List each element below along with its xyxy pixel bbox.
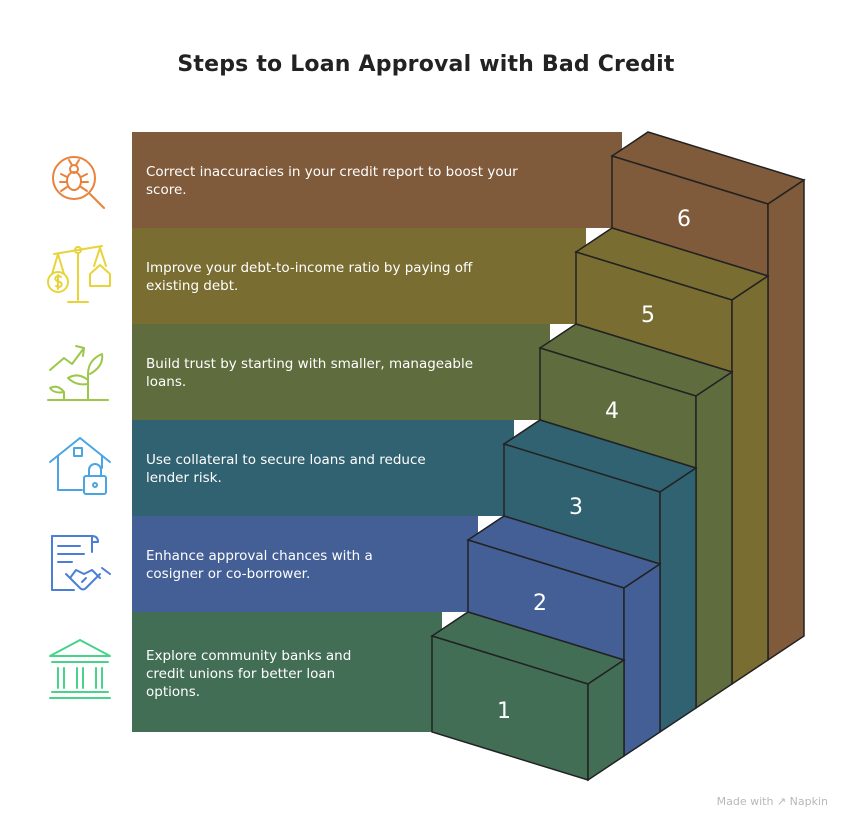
step-3-band	[132, 420, 514, 516]
step-5	[132, 227, 770, 686]
step-1-text: Explore community banks and credit union…	[146, 648, 352, 700]
contract-handshake-icon	[51, 535, 111, 591]
step-6-text: Correct inaccuracies in your credit repo…	[146, 164, 518, 198]
step-2-text: Enhance approval chances with a cosigner…	[146, 548, 373, 582]
step-4-side	[695, 370, 733, 710]
step-4-text: Build trust by starting with smaller, ma…	[146, 356, 474, 390]
step-2-side	[623, 562, 661, 758]
bug-search-icon	[52, 156, 105, 209]
napkin-credit: Made with ↗ Napkin	[716, 795, 828, 808]
growing-plant-icon	[47, 345, 109, 401]
step-6-side	[767, 178, 805, 662]
step-3-number: 3	[569, 495, 583, 520]
balance-scale-icon	[47, 245, 111, 303]
bank-icon	[49, 639, 111, 699]
step-5-text: Improve your debt-to-income ratio by pay…	[146, 260, 473, 294]
step-2-number: 2	[533, 591, 547, 616]
step-3	[132, 419, 698, 734]
step-4-number: 4	[605, 399, 619, 424]
step-4-band	[132, 324, 550, 420]
step-6-number: 6	[677, 207, 691, 232]
step-5-band	[132, 228, 586, 324]
step-1-band	[132, 612, 442, 732]
step-5-number: 5	[641, 303, 655, 328]
step-1	[132, 611, 626, 782]
step-3-side	[659, 466, 697, 734]
step-3-text: Use collateral to secure loans and reduc…	[146, 452, 426, 486]
step-5-side	[731, 274, 769, 686]
step-2	[132, 515, 662, 758]
step-6-band	[132, 132, 622, 228]
step-4	[132, 323, 734, 710]
diagram-title: Steps to Loan Approval with Bad Credit	[177, 52, 675, 77]
step-1-side	[587, 658, 625, 782]
step-2-band	[132, 516, 478, 612]
house-lock-icon	[49, 437, 111, 495]
step-1-number: 1	[497, 699, 511, 724]
